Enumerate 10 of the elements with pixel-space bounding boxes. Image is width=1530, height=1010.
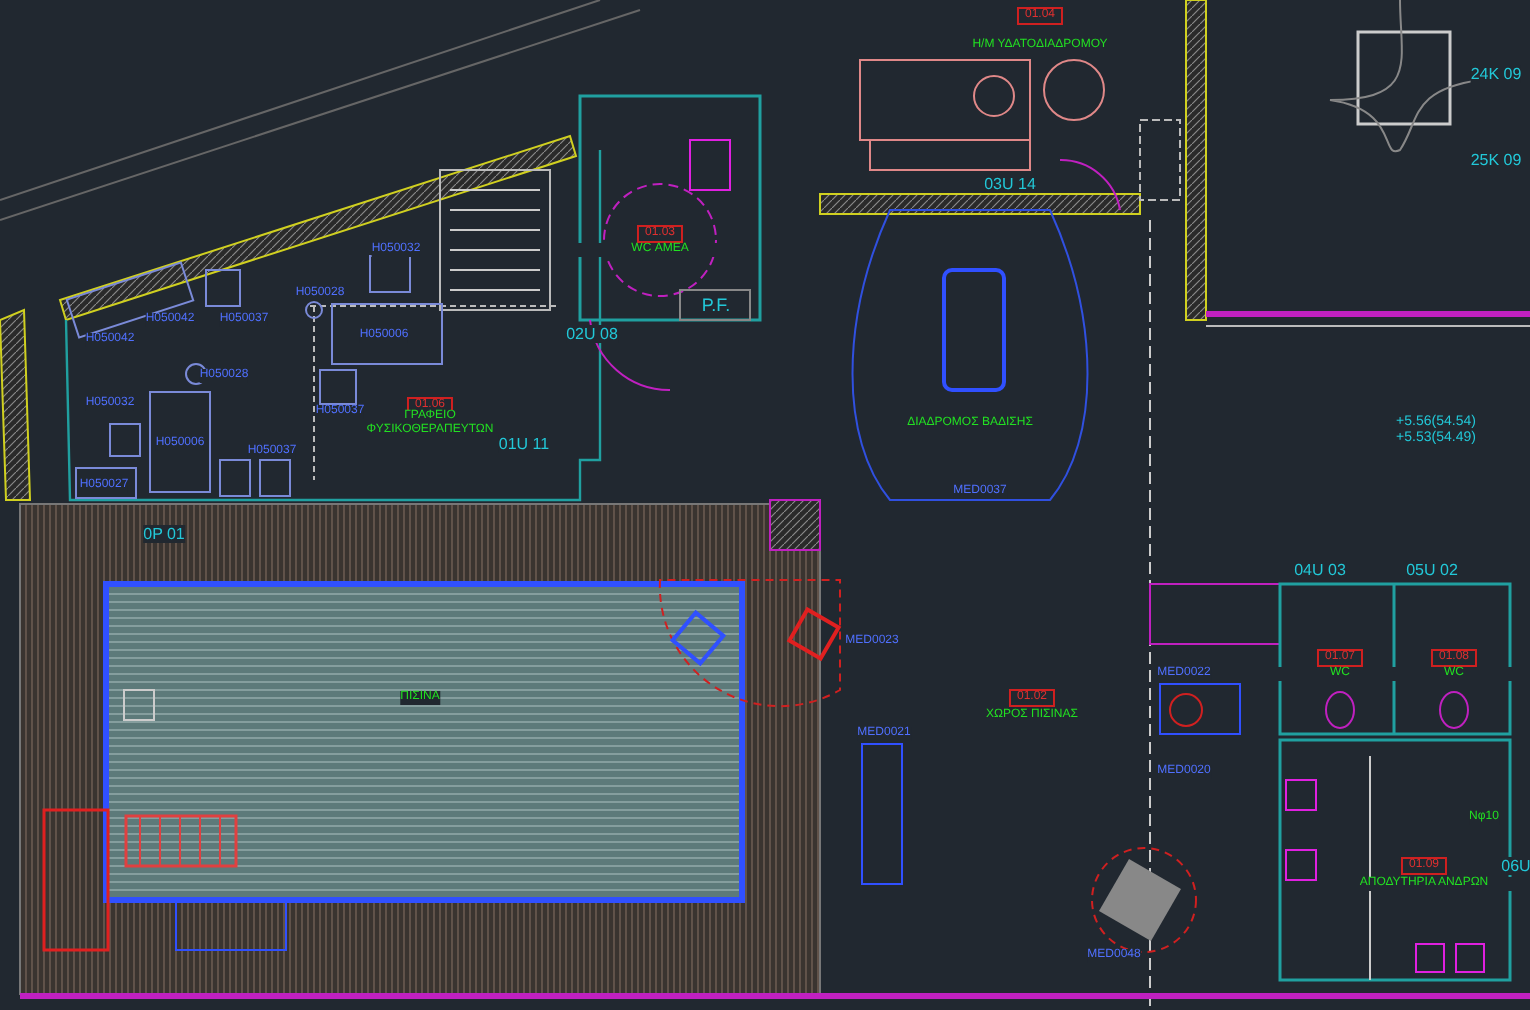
door-tag: 04U 03 — [1294, 561, 1346, 579]
room-label: P.F. — [701, 299, 731, 313]
door-tag: 03U 14 — [984, 175, 1036, 193]
door-tag: 0P 01 — [143, 525, 185, 543]
door-tag: 06U — [1501, 857, 1530, 875]
door-tag: 02U 08 — [566, 325, 618, 343]
door-tag: 01U 11 — [498, 435, 550, 453]
door-tag: 25K 09 — [1470, 151, 1522, 169]
door-tag: 05U 02 — [1406, 561, 1458, 579]
door-tag: 24K 09 — [1470, 65, 1522, 83]
